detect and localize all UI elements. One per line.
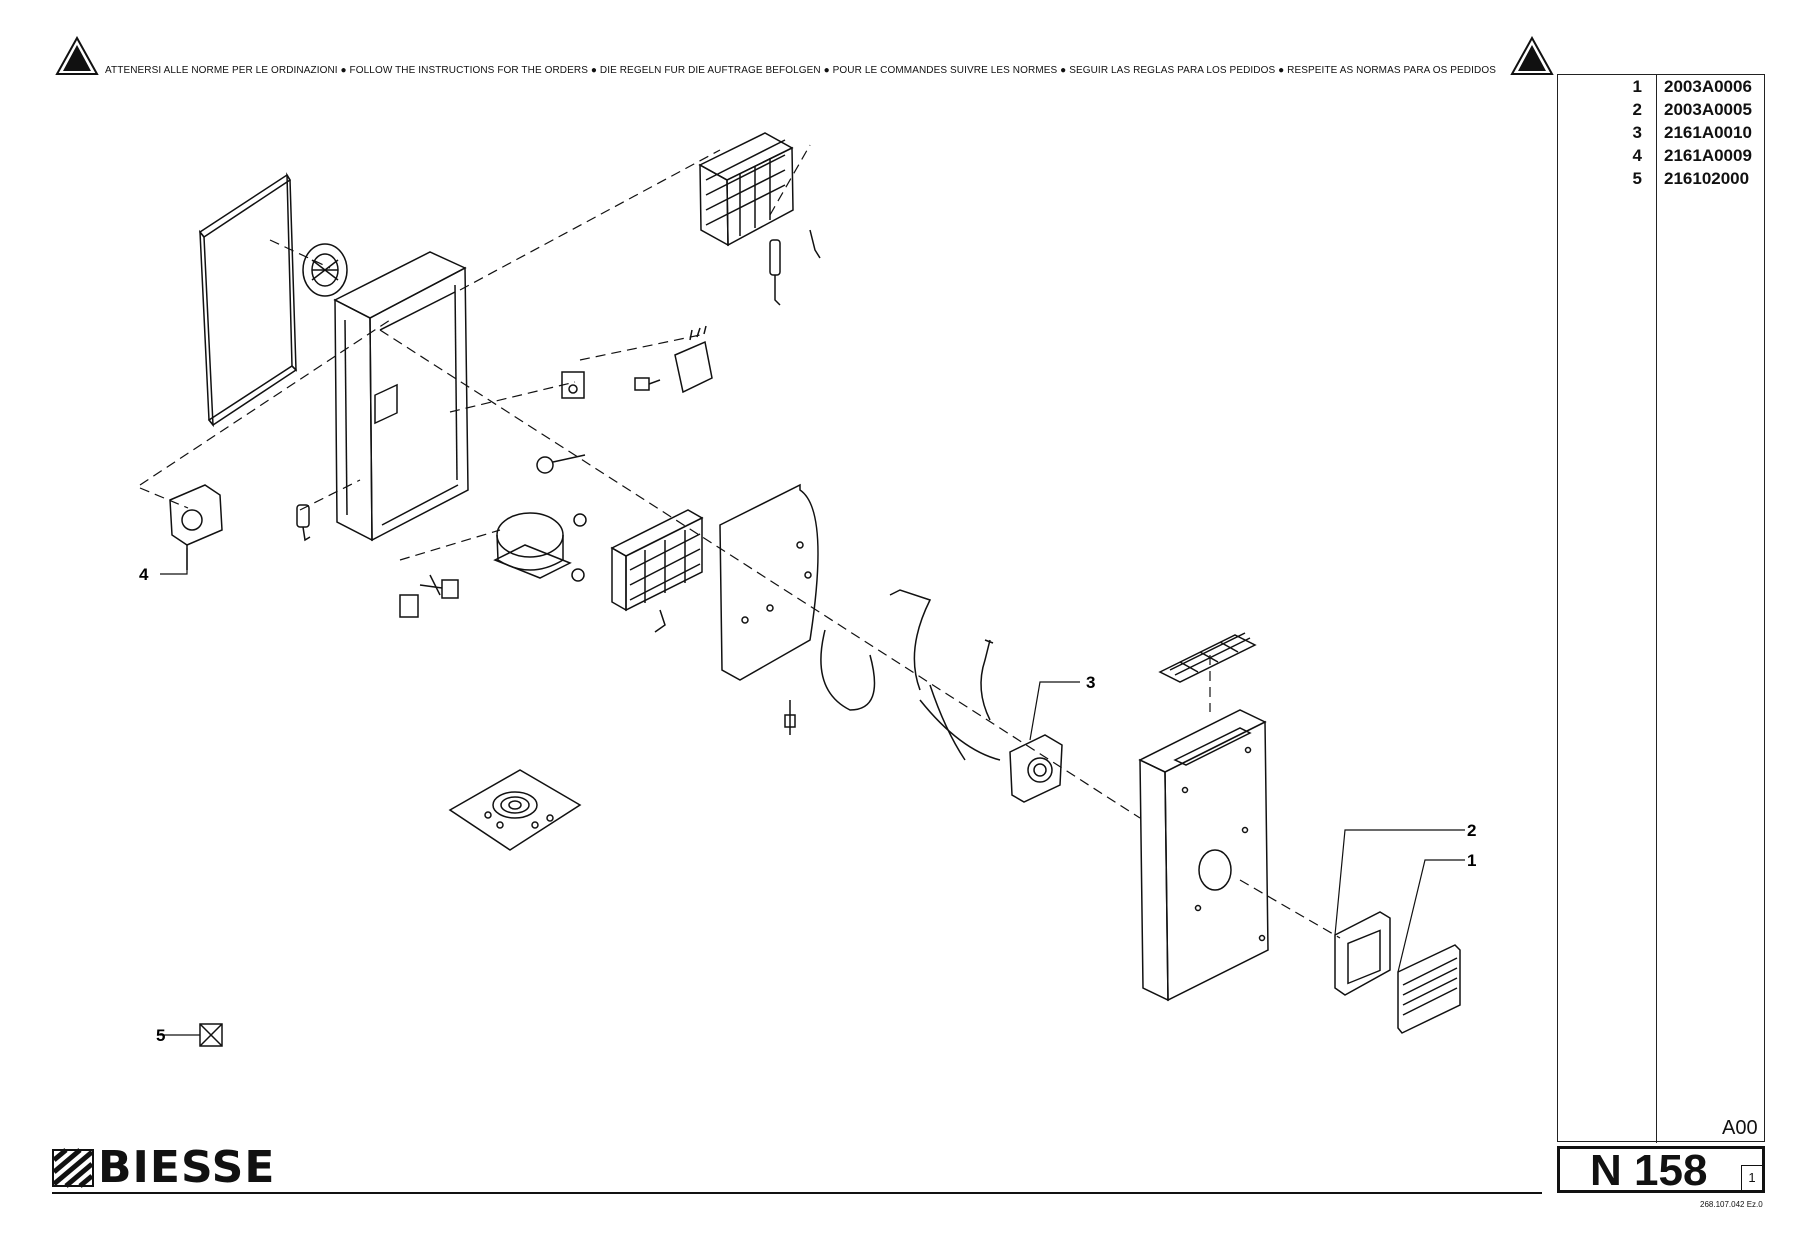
condenser <box>610 509 704 633</box>
label-sheet <box>448 769 582 851</box>
relay <box>561 371 585 399</box>
part-number: 4 <box>1632 146 1642 165</box>
exploded-view-diagram: 2 1 3 4 5 <box>139 132 1476 1047</box>
part-code: 216102000 <box>1664 169 1750 188</box>
door-gasket <box>198 172 298 428</box>
connector <box>634 377 661 391</box>
compressor <box>493 512 587 582</box>
parts-row: 2 2003A0005 <box>1558 100 1766 123</box>
biesse-logo-icon <box>52 1148 94 1188</box>
evaporator-top <box>698 132 794 247</box>
parts-row: 1 2003A0006 <box>1558 77 1766 100</box>
part-number: 5 <box>1632 169 1642 188</box>
grille-cover <box>1397 944 1461 1034</box>
capacitor <box>296 504 311 542</box>
parts-row: 5 216102000 <box>1558 169 1766 192</box>
rear-panel <box>719 483 819 681</box>
top-filter-grid <box>1158 632 1257 683</box>
order-instructions-text: ATTENERSI ALLE NORME PER LE ORDINAZIONI … <box>105 65 1496 76</box>
part-code: 2161A0010 <box>1664 123 1752 142</box>
part5-symbol <box>199 1023 223 1047</box>
cabinet-frame <box>333 251 469 542</box>
warning-icon-left <box>55 36 99 75</box>
starter-relay <box>399 574 459 618</box>
fan-motor-left <box>169 484 223 570</box>
fan-motor-center <box>1009 734 1063 803</box>
callout-label-2: 2 <box>1467 821 1476 840</box>
part-code: 2003A0005 <box>1664 100 1752 119</box>
air-duct-strips <box>820 589 1001 761</box>
parts-list-panel: 1 2003A0006 2 2003A0005 3 2161A0010 4 21… <box>1557 74 1766 1143</box>
part-code: 2003A0006 <box>1664 77 1752 96</box>
part-number: 1 <box>1632 77 1642 96</box>
callout-label-4: 4 <box>139 565 149 584</box>
callout-label-1: 1 <box>1467 851 1476 870</box>
part-code: 2161A0009 <box>1664 146 1752 165</box>
assembly-lines <box>139 144 1341 939</box>
controller-box <box>674 325 713 394</box>
dryer-filter <box>769 229 821 306</box>
fan-grille-small <box>302 243 348 297</box>
parts-list-divider <box>1656 75 1657 1143</box>
document-reference: 268.107.042 Ez.0 <box>1700 1200 1763 1209</box>
parts-row: 3 2161A0010 <box>1558 123 1766 146</box>
callout-leaders <box>160 548 1465 1036</box>
housing-cover <box>1138 709 1269 1002</box>
grille-frame <box>1334 911 1391 996</box>
revision-label: A00 <box>1722 1117 1758 1139</box>
parts-row: 4 2161A0009 <box>1558 146 1766 169</box>
sheet-number-box: N 158 1 <box>1557 1146 1765 1193</box>
callout-label-5: 5 <box>156 1026 165 1045</box>
header-banner: ATTENERSI ALLE NORME PER LE ORDINAZIONI … <box>55 36 1554 86</box>
brand-wordmark: BIESSE <box>98 1142 276 1193</box>
warning-icon-right <box>1510 36 1554 75</box>
footer-rule <box>52 1192 1542 1194</box>
sheet-number: N 158 <box>1590 1146 1708 1195</box>
thermostat-knob <box>536 454 586 474</box>
callout-label-3: 3 <box>1086 673 1095 692</box>
sheet-page: 1 <box>1741 1165 1762 1190</box>
part-number: 3 <box>1632 123 1642 142</box>
part-number: 2 <box>1632 100 1642 119</box>
temperature-sensor <box>784 700 796 735</box>
